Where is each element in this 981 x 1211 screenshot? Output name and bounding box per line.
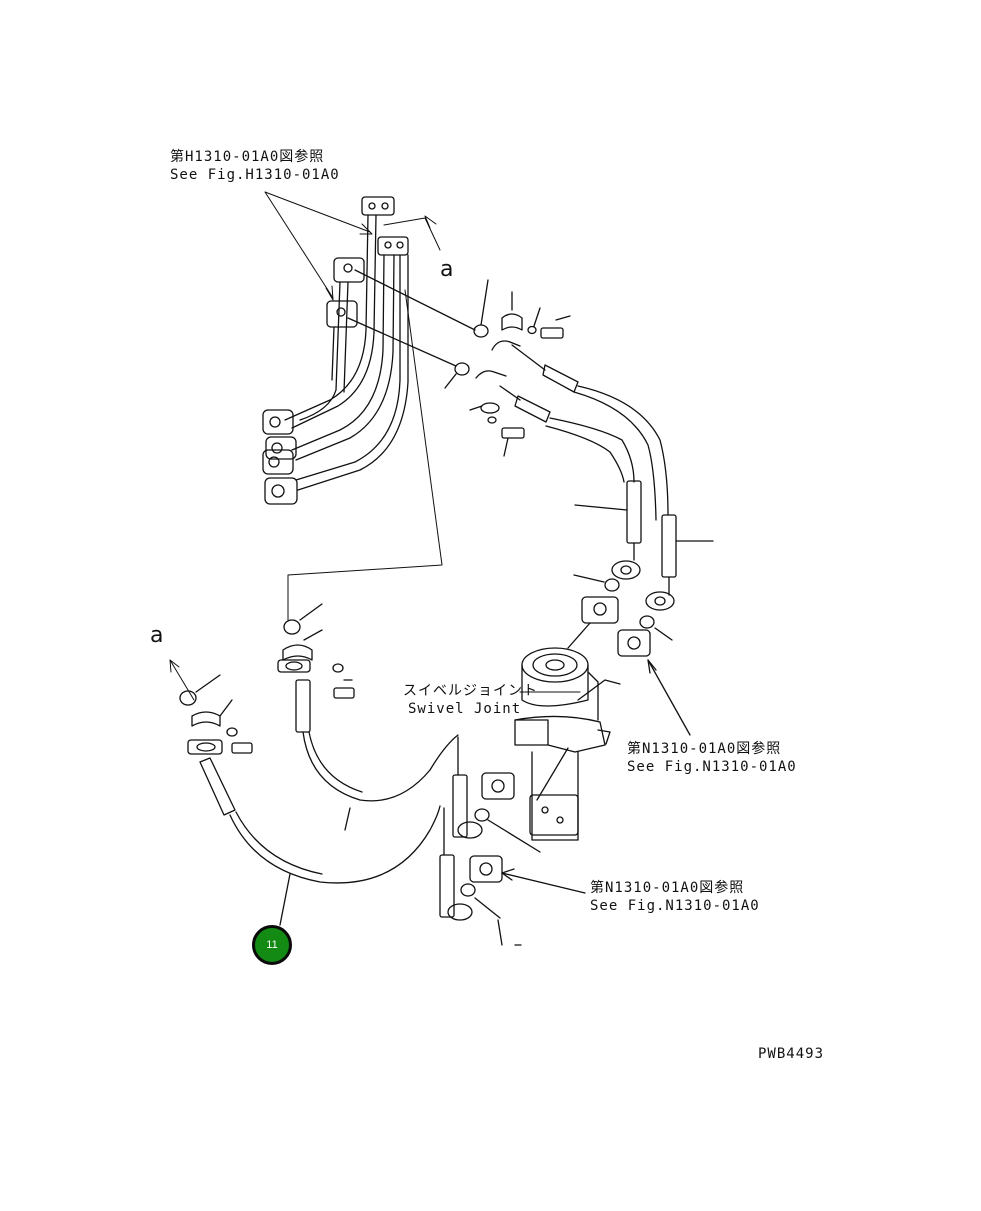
swivel-joint (514, 647, 621, 841)
ref-h1310-jp: 第H1310-01A0図参照 (170, 149, 325, 165)
ref-n1310-b-jp: 第N1310-01A0図参照 (590, 880, 745, 896)
swivel-label-jp: スイベルジョイント (403, 683, 538, 699)
upper-pipe-bundle (262, 196, 409, 505)
ref-h1310-en: See Fig.H1310-01A0 (170, 167, 340, 183)
marker-a-top: a (440, 257, 454, 282)
swivel-flanges (567, 596, 691, 736)
lower-hoses (229, 731, 586, 946)
fittings-lower (179, 603, 355, 816)
ref-n1310-b-en: See Fig.N1310-01A0 (590, 898, 760, 914)
a-arrow-left (169, 659, 195, 701)
fittings-upper (347, 269, 571, 457)
marker-a-left: a (150, 623, 164, 648)
ref-n1310-a-jp: 第N1310-01A0図参照 (627, 741, 782, 757)
part-callout-11[interactable]: 11 (252, 925, 292, 965)
ref-n1310-a-en: See Fig.N1310-01A0 (627, 759, 797, 775)
part-callout-number: 11 (266, 939, 278, 951)
swivel-label-en: Swivel Joint (408, 701, 522, 717)
drawing-code: PWB4493 (758, 1046, 825, 1062)
upper-hoses (475, 340, 714, 641)
h1310-leaders (264, 191, 443, 621)
